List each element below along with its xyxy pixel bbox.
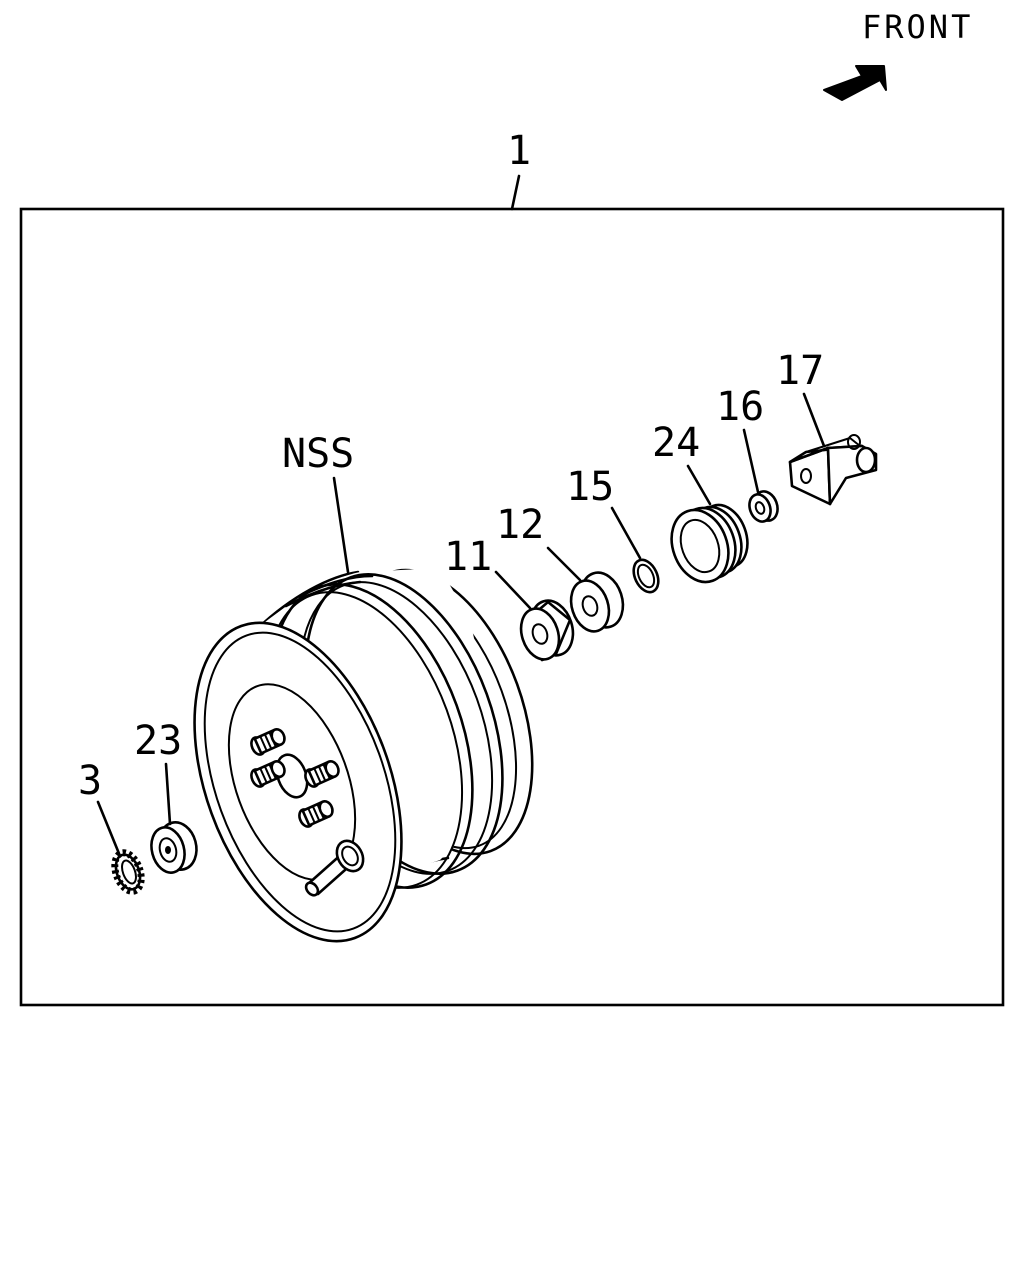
callout-24: 24 [652,420,700,466]
assembly-frame [19,207,1005,1007]
callout-12: 12 [496,502,544,548]
leader-11 [494,570,532,610]
leader-15 [610,506,642,560]
leader-17 [802,392,826,448]
part-17-clevis [788,434,878,506]
callout-16: 16 [716,384,764,430]
callout-17: 17 [776,348,824,394]
leader-3 [96,800,122,858]
booster-body [193,568,534,943]
callout-3: 3 [78,758,102,804]
leader-nss [332,476,350,574]
part-3-lock-washer [111,849,145,895]
callout-nss: NSS [282,431,354,477]
part-15-o-ring [632,558,660,594]
leader-16 [742,428,760,494]
callout-15: 15 [566,464,614,510]
assembly-number-label: 1 [507,128,531,174]
front-label: FRONT [862,8,973,46]
part-24-boot [670,503,749,584]
mounting-studs [250,728,340,828]
part-23-seal [150,821,198,874]
leader-12 [546,546,582,582]
leader-lines [96,392,826,858]
front-arrow-icon [823,65,887,101]
part-16-nut [748,490,779,523]
part-12-spacer [569,571,625,633]
assembly-leader-line [510,174,521,211]
callout-11: 11 [444,534,492,580]
leader-24 [686,464,712,506]
leader-23 [164,762,172,826]
part-11-spacer [519,599,575,662]
vacuum-fitting [304,839,365,897]
callout-23: 23 [134,718,182,764]
